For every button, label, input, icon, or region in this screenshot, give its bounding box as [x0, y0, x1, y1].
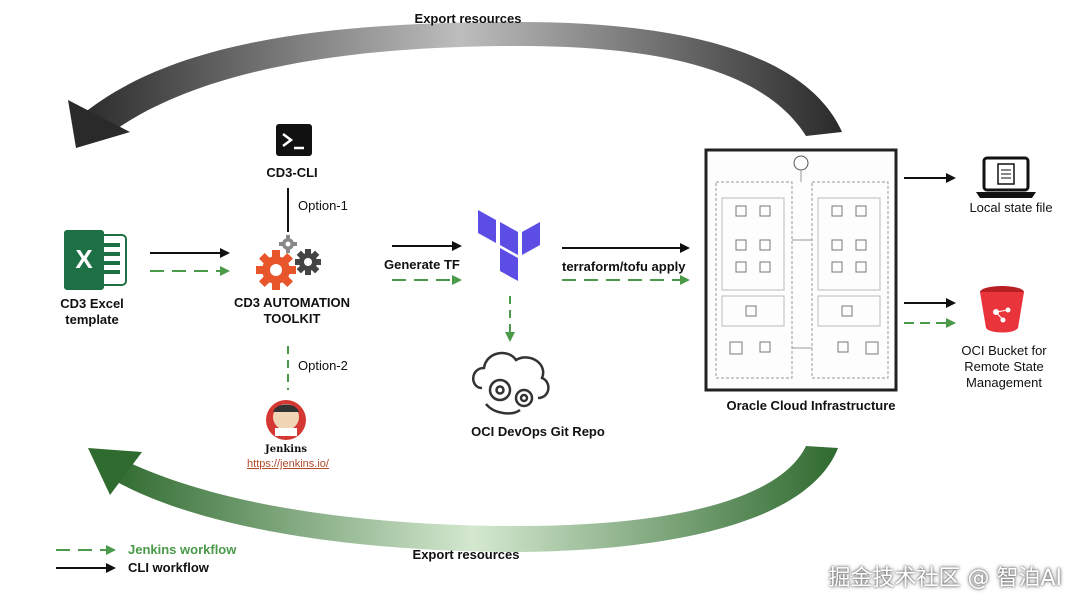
bucket-label-line3: Management: [966, 375, 1042, 390]
excel-label-line2: template: [65, 312, 119, 327]
excel-icon: X: [64, 230, 127, 290]
export-bottom-arc: [88, 446, 838, 552]
jenkins-icon: [266, 400, 306, 440]
export-resources-bottom-label: Export resources: [412, 547, 520, 562]
toolkit-label-line1: CD3 AUTOMATION: [233, 295, 351, 310]
terminal-icon: [276, 124, 312, 156]
option1-label: Option-1: [298, 198, 348, 213]
terraform-apply-label: terraform/tofu apply: [562, 259, 686, 274]
bucket-label-line2: Remote State: [964, 359, 1044, 374]
local-state-label: Local state file: [969, 200, 1053, 215]
gears-icon: [256, 235, 321, 290]
laptop-icon: [976, 156, 1036, 198]
bucket-icon: [980, 286, 1024, 333]
toolkit-label-line2: TOOLKIT: [263, 311, 321, 326]
export-resources-top-label: Export resources: [414, 11, 522, 26]
legend-jenkins-label: Jenkins workflow: [128, 542, 237, 557]
option2-label: Option-2: [298, 358, 348, 373]
svg-text:X: X: [75, 244, 93, 274]
oci-architecture-thumbnail: [704, 148, 898, 392]
jenkins-name-label: Jenkins: [265, 444, 307, 455]
bucket-label-line1: OCI Bucket for: [961, 343, 1047, 358]
watermark: 掘金技术社区 @ 智泊AI: [828, 566, 1062, 591]
excel-label-line1: CD3 Excel: [60, 296, 124, 311]
terraform-icon: [478, 210, 540, 281]
oci-label: Oracle Cloud Infrastructure: [726, 398, 896, 413]
jenkins-url-link[interactable]: https://jenkins.io/: [247, 458, 329, 470]
generate-tf-label: Generate TF: [384, 257, 460, 272]
export-top-arc: [68, 22, 842, 148]
legend-cli-label: CLI workflow: [128, 560, 209, 575]
devops-repo-icon: [472, 351, 550, 415]
devops-repo-label: OCI DevOps Git Repo: [471, 424, 605, 439]
cd3-cli-label: CD3-CLI: [266, 165, 318, 180]
